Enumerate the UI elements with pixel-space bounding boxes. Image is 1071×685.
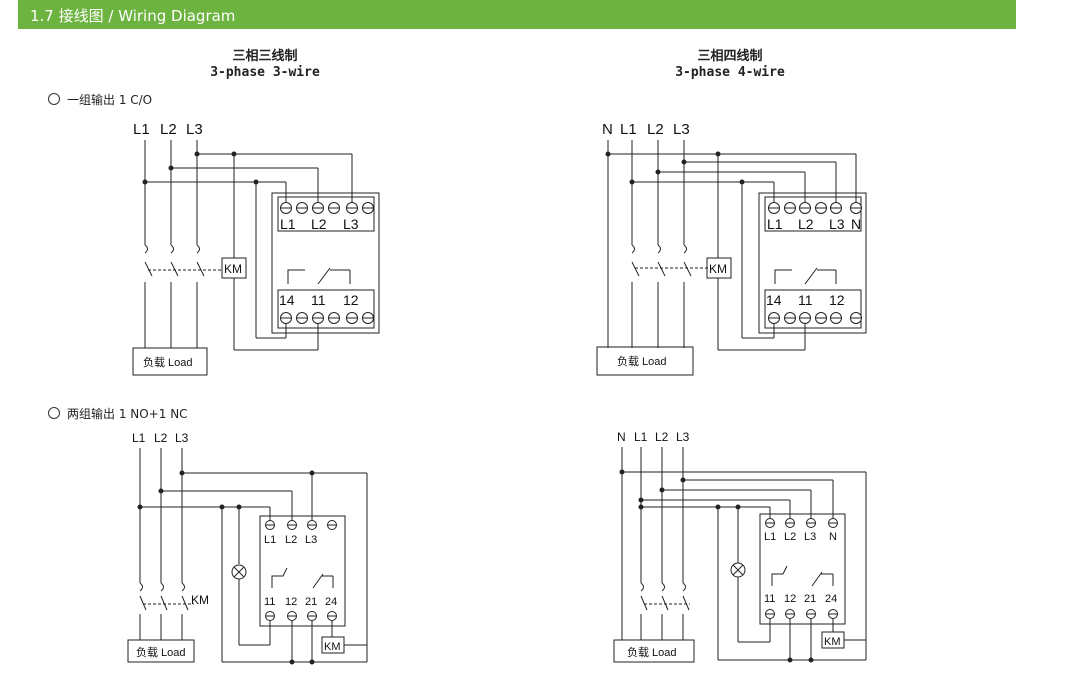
terminal-l2: L2 bbox=[285, 534, 297, 546]
km-label: KM bbox=[709, 262, 727, 276]
terminal-24: 24 bbox=[825, 593, 837, 605]
phase-label-l2: L2 bbox=[647, 121, 664, 138]
km-label: KM bbox=[191, 593, 209, 607]
terminal-12: 12 bbox=[829, 292, 845, 308]
option-nonc: 两组输出 1 NO+1 NC bbox=[48, 405, 188, 422]
terminal-24: 24 bbox=[325, 596, 337, 608]
terminal-n: N bbox=[829, 531, 837, 543]
terminal-12: 12 bbox=[343, 292, 359, 308]
title-zh: 三相四线制 bbox=[697, 49, 763, 64]
diagram-3wire-nonc: L1 L2 L3 KM 负载 Load bbox=[127, 431, 368, 665]
km-coil-label: KM bbox=[324, 641, 341, 653]
terminal-14: 14 bbox=[766, 292, 782, 308]
phase-label-l2: L2 bbox=[160, 121, 177, 138]
option-co: 一组输出 1 C/O bbox=[48, 91, 152, 108]
bullet-circle-icon bbox=[48, 93, 60, 105]
terminal-11: 11 bbox=[311, 292, 326, 308]
terminal-12: 12 bbox=[784, 593, 796, 605]
phase-label-l1: L1 bbox=[133, 121, 150, 138]
terminal-21: 21 bbox=[305, 596, 317, 608]
phase-label-l3: L3 bbox=[676, 430, 690, 444]
km-coil-label: KM bbox=[824, 636, 841, 648]
terminal-11: 11 bbox=[764, 593, 775, 605]
terminal-21: 21 bbox=[804, 593, 816, 605]
terminal-11: 11 bbox=[264, 596, 275, 608]
terminal-l3: L3 bbox=[305, 534, 317, 546]
km-label: KM bbox=[224, 262, 242, 276]
load-label: 负载 Load bbox=[617, 354, 667, 368]
option-co-label: 一组输出 1 C/O bbox=[67, 93, 153, 107]
load-label: 负载 Load bbox=[136, 645, 186, 659]
terminal-11: 11 bbox=[798, 292, 813, 308]
phase-label-n: N bbox=[617, 430, 626, 444]
terminal-14: 14 bbox=[279, 292, 295, 308]
bullet-circle-icon bbox=[48, 407, 60, 419]
title-3phase-4wire: 三相四线制 3-phase 4-wire bbox=[600, 45, 860, 80]
section-header: 1.7 接线图 / Wiring Diagram bbox=[18, 0, 1016, 29]
phase-label-l1: L1 bbox=[132, 431, 146, 445]
terminal-l1: L1 bbox=[764, 531, 776, 543]
diagram-3wire-co: L1 L2 L3 负载 Load KM bbox=[132, 121, 380, 376]
phase-label-l1: L1 bbox=[634, 430, 648, 444]
title-en: 3-phase 3-wire bbox=[210, 65, 320, 80]
terminal-l2: L2 bbox=[798, 216, 814, 232]
terminal-l1: L1 bbox=[767, 216, 783, 232]
option-nonc-label: 两组输出 1 NO+1 NC bbox=[67, 407, 188, 421]
load-label: 负载 Load bbox=[627, 645, 677, 659]
terminal-l3: L3 bbox=[343, 216, 359, 232]
terminal-l1: L1 bbox=[280, 216, 296, 232]
diagram-4wire-co: N L1 L2 L3 负载 Load KM bbox=[596, 121, 867, 376]
phase-label-l2: L2 bbox=[154, 431, 168, 445]
terminal-l3: L3 bbox=[829, 216, 845, 232]
terminal-l3: L3 bbox=[804, 531, 816, 543]
section-title: 1.7 接线图 / Wiring Diagram bbox=[30, 7, 236, 25]
title-zh: 三相三线制 bbox=[232, 49, 298, 64]
diagram-4wire-nonc: N L1 L2 L3 负载 Load bbox=[613, 430, 867, 663]
terminal-l2: L2 bbox=[311, 216, 327, 232]
phase-label-n: N bbox=[602, 121, 613, 138]
phase-label-l3: L3 bbox=[673, 121, 690, 138]
phase-label-l3: L3 bbox=[175, 431, 189, 445]
terminal-l2: L2 bbox=[784, 531, 796, 543]
title-en: 3-phase 4-wire bbox=[675, 65, 785, 80]
title-3phase-3wire: 三相三线制 3-phase 3-wire bbox=[135, 45, 395, 80]
phase-label-l3: L3 bbox=[186, 121, 203, 138]
phase-label-l1: L1 bbox=[620, 121, 637, 138]
terminal-12: 12 bbox=[285, 596, 297, 608]
terminal-n: N bbox=[851, 216, 861, 232]
phase-label-l2: L2 bbox=[655, 430, 669, 444]
terminal-l1: L1 bbox=[264, 534, 276, 546]
load-label: 负载 Load bbox=[143, 355, 193, 369]
